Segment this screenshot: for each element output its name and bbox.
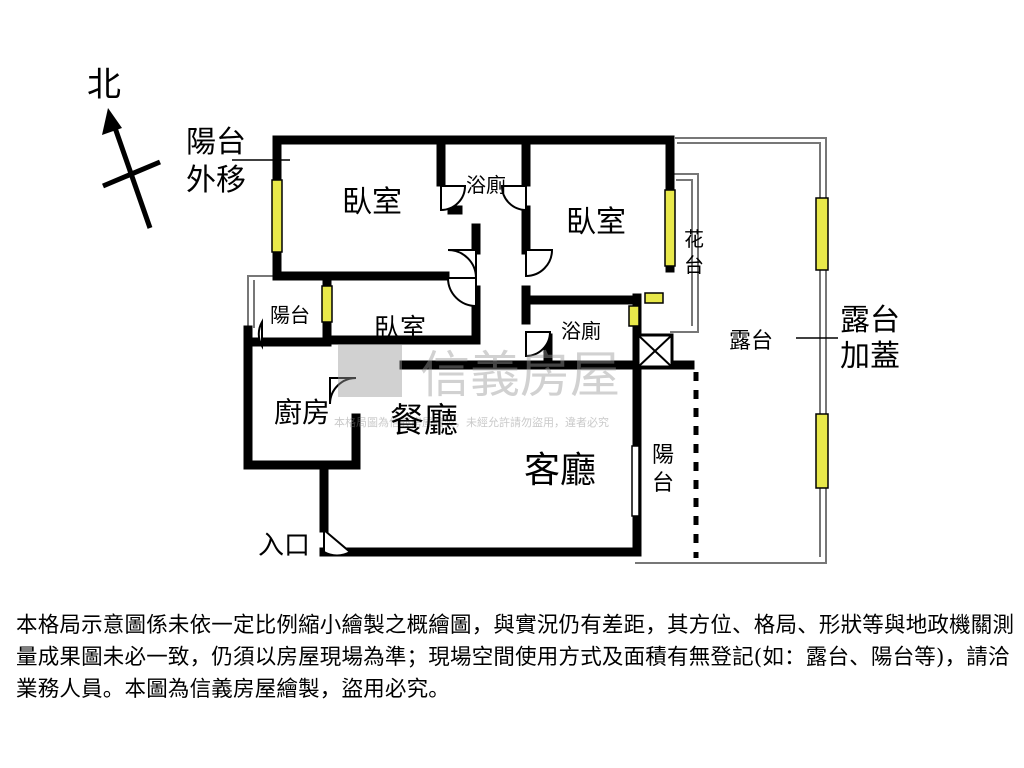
window-small-bedroom (321, 285, 333, 323)
watermark-logo (338, 345, 402, 397)
room-balcony-living-2: 台 (652, 471, 674, 496)
compass-crossbar (102, 159, 161, 189)
window-right-bedroom (664, 189, 676, 267)
floor-plan: 北 (87, 65, 900, 564)
callout-balcony-moved-1: 陽台 (186, 125, 246, 160)
compass-north-label: 北 (87, 65, 121, 105)
door-corridor-right (525, 249, 554, 278)
room-labels: 臥室 臥室 臥室 浴廁 浴廁 廚房 餐廳 客廳 陽台 陽 台 露台 花 台 (270, 173, 773, 496)
window-terrace-top (815, 197, 829, 271)
door-corridor-left-2 (446, 277, 477, 308)
door-bath-right (500, 185, 527, 212)
room-bedroom-right: 臥室 (566, 205, 626, 240)
callout-terrace-covered-1: 露台 (840, 303, 900, 338)
room-terrace: 露台 (729, 329, 773, 354)
watermark-note: 本格局圖為信義房屋繪製，未經允許請勿盜用，違者必究 (334, 415, 609, 429)
door-bath-left (440, 185, 467, 212)
room-planter-2: 台 (684, 253, 704, 277)
room-bedroom-small: 臥室 (374, 314, 426, 344)
doors (257, 185, 554, 557)
door-balcony-small (257, 318, 263, 350)
room-living: 客廳 (524, 450, 596, 491)
leader-lines (232, 159, 838, 339)
room-dining: 餐廳 (390, 401, 458, 441)
room-balcony-living-1: 陽 (652, 443, 674, 468)
door-corridor-left (447, 249, 477, 279)
window-small-v (628, 305, 640, 327)
window-terrace-bottom (815, 413, 829, 489)
compass: 北 (87, 65, 161, 229)
room-balcony-small: 陽台 (270, 303, 310, 327)
duct-box (636, 333, 674, 369)
disclaimer-text: 本格局示意圖係未依一定比例縮小繪製之概繪圖，與實況仍有差距，其方位、格局、形狀等… (16, 613, 1015, 702)
planter-outline (670, 173, 699, 333)
callout-entrance: 入口 (258, 531, 310, 561)
terrace-outline (635, 137, 827, 564)
wall-kitchen (243, 325, 361, 470)
balcony-rails (631, 372, 699, 558)
callout-terrace-covered-2: 加蓋 (840, 339, 900, 374)
callout-labels: 陽台 外移 露台 加蓋 入口 (186, 125, 900, 561)
watermark-brand: 信義房屋 (420, 346, 620, 404)
north-arrowhead-icon (102, 108, 122, 135)
door-bath-mid (525, 331, 552, 358)
window-left-bedroom (271, 179, 283, 253)
room-kitchen: 廚房 (274, 396, 330, 429)
door-entrance (323, 527, 352, 557)
sliding-door (631, 445, 640, 517)
callout-balcony-moved-2: 外移 (186, 163, 246, 198)
door-kitchen (329, 377, 357, 405)
room-bedroom-left: 臥室 (342, 185, 402, 220)
windows (271, 179, 829, 489)
window-small-h (644, 292, 664, 304)
room-bath-top: 浴廁 (466, 173, 506, 197)
watermark: 信義房屋 本格局圖為信義房屋繪製，未經允許請勿盜用，違者必究 (334, 345, 620, 429)
room-bath-mid: 浴廁 (561, 319, 601, 343)
left-balcony-outline (247, 275, 274, 330)
planter-outline-inner (676, 179, 693, 326)
room-planter-1: 花 (684, 227, 704, 251)
